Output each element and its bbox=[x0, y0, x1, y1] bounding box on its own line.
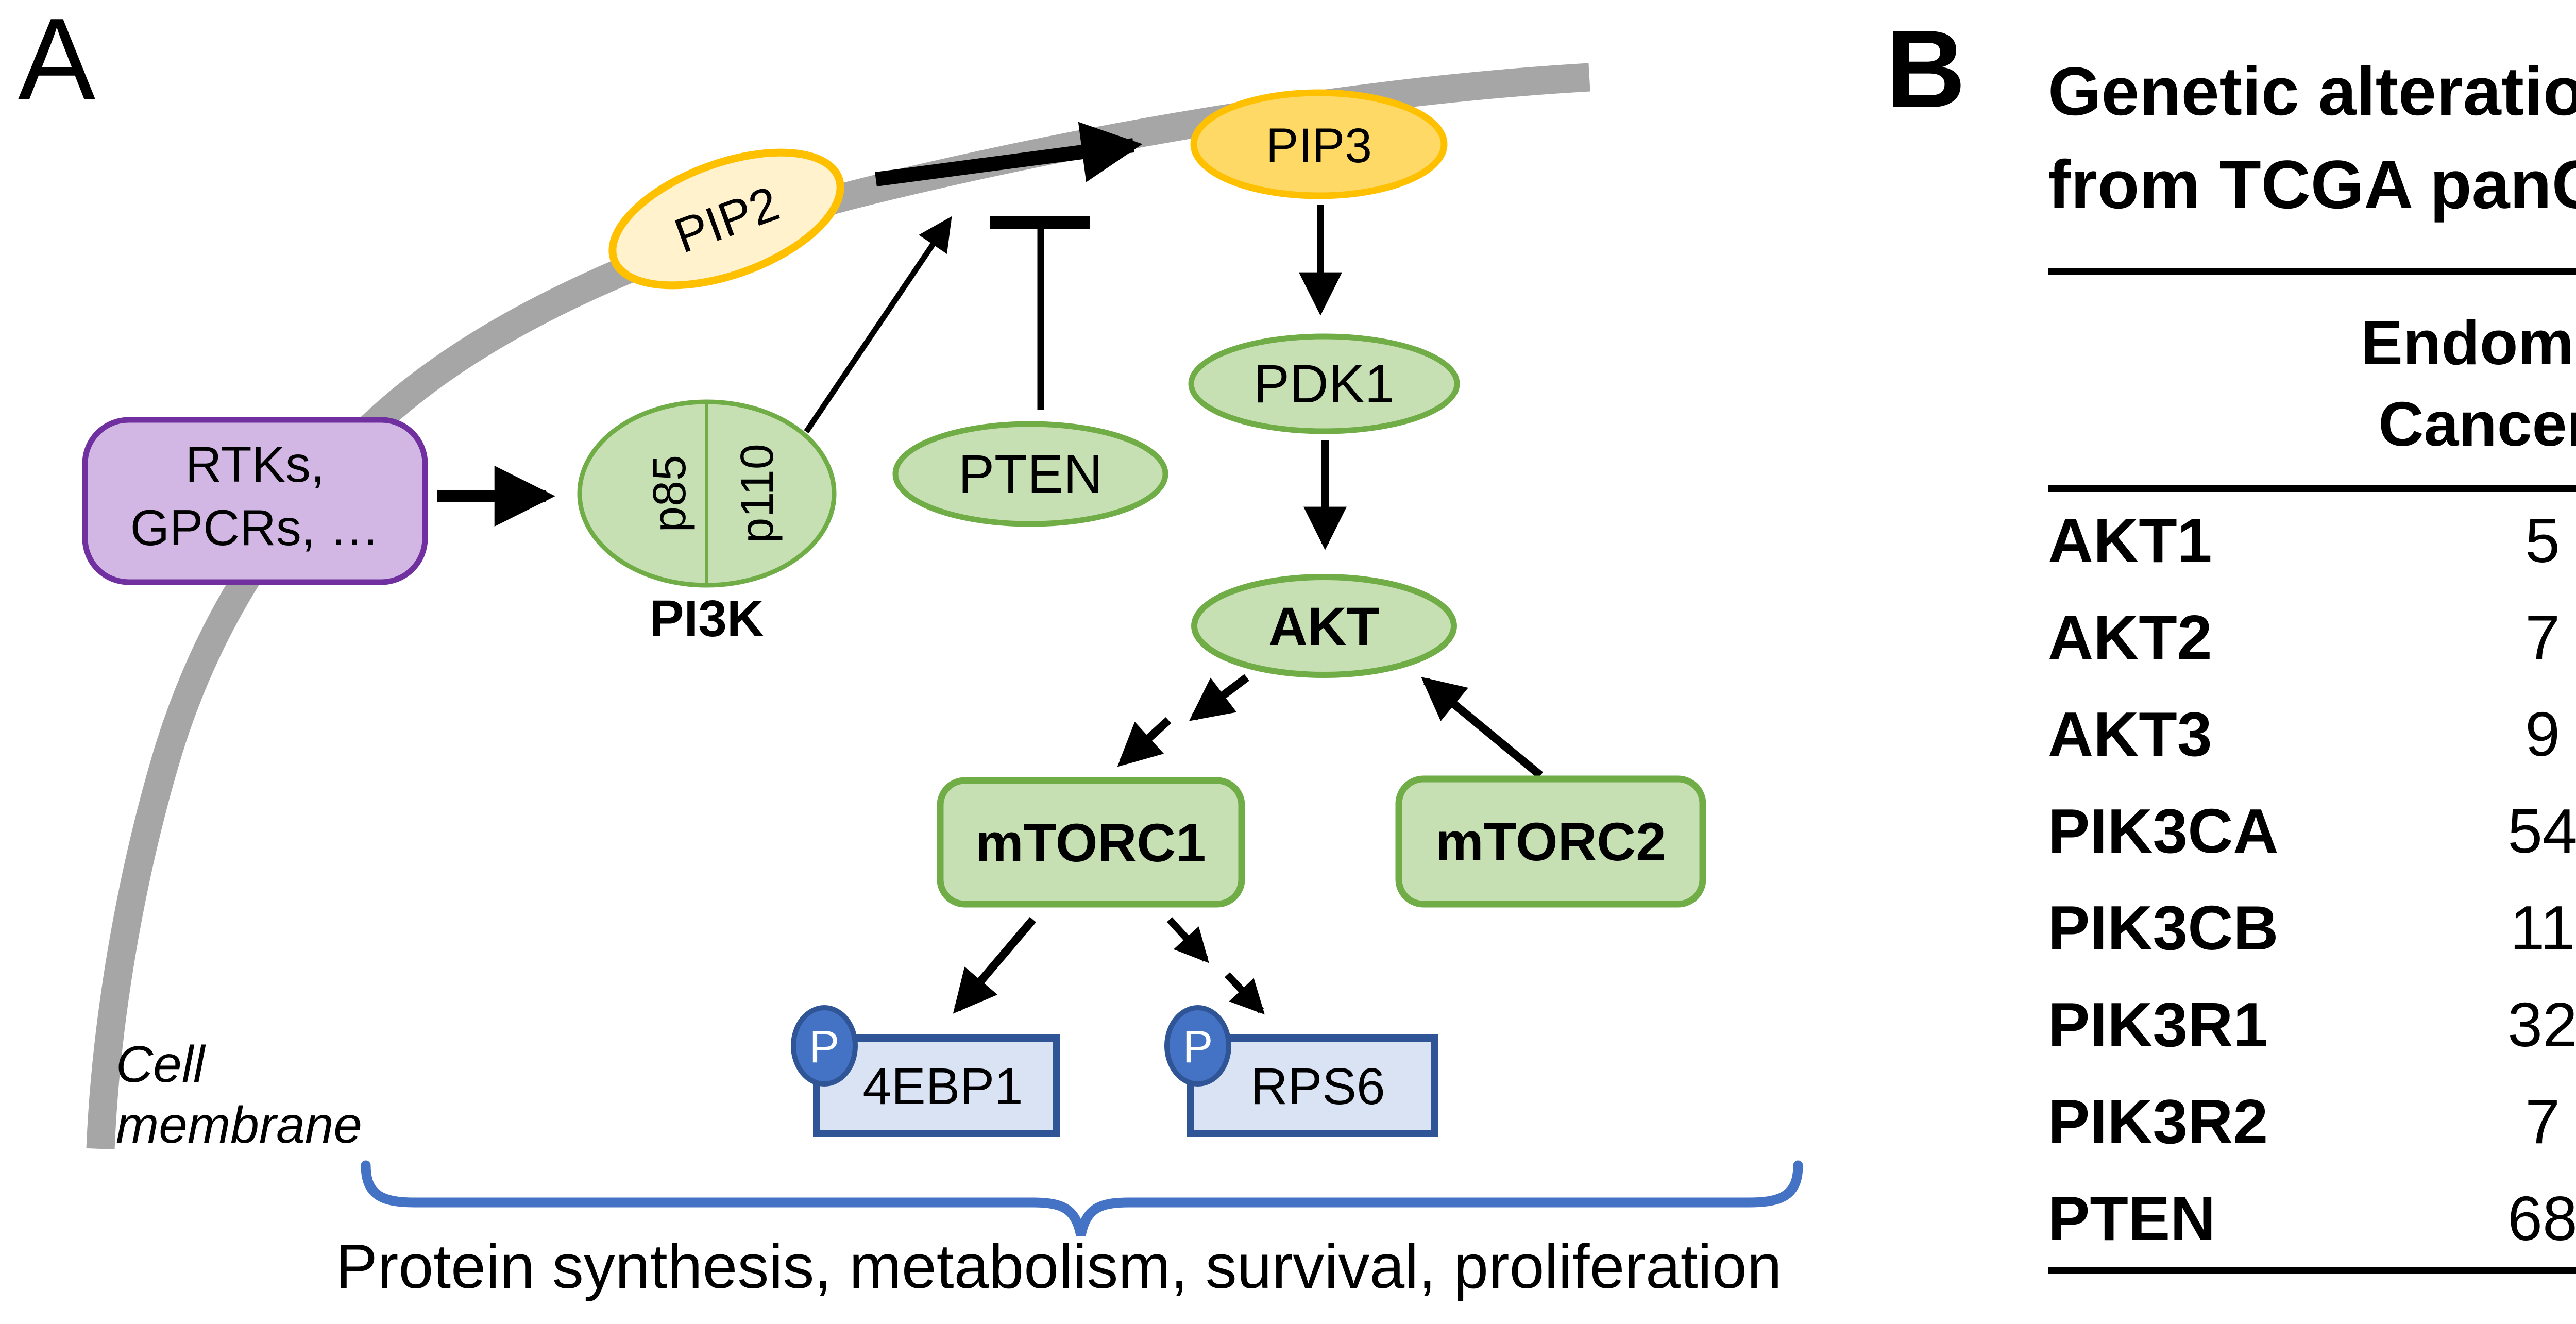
pip3-node bbox=[1190, 89, 1448, 199]
table-bottom-rule bbox=[2048, 1267, 2576, 1274]
arrow-mtorc1-to-rps6-seg1 bbox=[1166, 917, 1209, 963]
akt-label: AKT bbox=[1268, 597, 1380, 657]
table-row: AKT1 5 4 4 bbox=[2048, 492, 2576, 589]
table-row: PIK3CA 54 22 39 bbox=[2048, 783, 2576, 879]
table-title-line2: from TCGA panCancer Atlas bbox=[2048, 147, 2576, 223]
arrow-pip2-to-pip3 bbox=[875, 122, 1143, 186]
table-row: PIK3R2 7 6 1 bbox=[2048, 1073, 2576, 1170]
cell-value: 7 bbox=[2525, 1087, 2560, 1157]
phospho-p-label: P bbox=[809, 1021, 840, 1072]
header-line: Cancer (%) bbox=[2378, 389, 2576, 459]
cell-value: 7 bbox=[2525, 602, 2560, 672]
rtk-label-line1: RTKs, bbox=[185, 436, 325, 493]
cell-value: 68 bbox=[2507, 1183, 2576, 1253]
cell-value: 11 bbox=[2510, 893, 2575, 963]
cell-membrane-label-line1: Cell bbox=[116, 1036, 206, 1093]
arrow-mtorc2-to-akt bbox=[1421, 676, 1544, 779]
cell-value: 9 bbox=[2525, 699, 2560, 769]
pip2-node bbox=[608, 148, 844, 290]
pi3k-p85-label: p85 bbox=[644, 455, 696, 532]
pi3k-p110-label: p110 bbox=[732, 444, 783, 544]
outcome-brace bbox=[361, 1160, 1803, 1237]
table-row: AKT3 9 7 3 bbox=[2048, 686, 2576, 783]
rps6-node bbox=[1187, 1034, 1438, 1137]
arrow-akt-to-mtorc1-seg2 bbox=[1117, 717, 1172, 767]
panel-b-label: B bbox=[1886, 7, 1966, 131]
pten-node bbox=[892, 421, 1168, 527]
table-header-endometrial: Endometrial Cancer (%) bbox=[2298, 302, 2576, 465]
header-line: Endometrial bbox=[2361, 308, 2576, 378]
gene-name: PTEN bbox=[2048, 1183, 2216, 1253]
mtorc1-node bbox=[937, 777, 1245, 908]
table-title: Genetic alterations of key PAM pathway g… bbox=[2048, 45, 2576, 232]
arrow-mtorc1-to-rps6-seg2 bbox=[1224, 972, 1265, 1015]
mtorc1-label: mTORC1 bbox=[975, 813, 1206, 873]
akt-node bbox=[1191, 574, 1457, 678]
cell-value: 54 bbox=[2507, 796, 2576, 866]
gene-name: AKT2 bbox=[2048, 602, 2212, 672]
table-header-row: Endometrial Cancer (%) Ovarian Cancer (%… bbox=[2048, 275, 2576, 492]
pi3k-name-label: PI3K bbox=[650, 590, 764, 648]
pdk1-node bbox=[1188, 333, 1460, 434]
table-title-line1: Genetic alterations of key PAM pathway g… bbox=[2048, 54, 2576, 130]
phospho-icon bbox=[1164, 1005, 1231, 1087]
pdk1-label: PDK1 bbox=[1253, 354, 1395, 414]
rtk-label-line2: GPCRs, … bbox=[130, 499, 380, 556]
table-row: PTEN 68 6 13 bbox=[2048, 1170, 2576, 1267]
table-row: AKT2 7 6 5 bbox=[2048, 589, 2576, 686]
gene-name: PIK3R2 bbox=[2048, 1087, 2268, 1157]
table-row: PIK3R1 32 3 4 bbox=[2048, 976, 2576, 1073]
outcome-text: Protein synthesis, metabolism, survival,… bbox=[335, 1231, 1782, 1301]
rtk-gpcr-node bbox=[82, 417, 428, 585]
alterations-table: Endometrial Cancer (%) Ovarian Cancer (%… bbox=[2048, 268, 2576, 1274]
gene-name: AKT3 bbox=[2048, 699, 2212, 769]
phospho-p-label: P bbox=[1183, 1021, 1213, 1072]
rps6-label: RPS6 bbox=[1250, 1058, 1385, 1115]
gene-name: PIK3CA bbox=[2048, 796, 2279, 866]
gene-name: PIK3CB bbox=[2048, 893, 2279, 963]
table-row: PIK3CB 11 8 8 bbox=[2048, 879, 2576, 976]
gene-name: PIK3R1 bbox=[2048, 990, 2268, 1060]
table-header-empty bbox=[2048, 302, 2298, 465]
mtorc2-node bbox=[1395, 775, 1706, 908]
gene-name: AKT1 bbox=[2048, 505, 2212, 575]
arrow-pi3k-to-conversion bbox=[804, 216, 952, 434]
cell-value: 5 bbox=[2525, 505, 2560, 575]
4ebp1-label: 4EBP1 bbox=[862, 1058, 1023, 1115]
pten-label: PTEN bbox=[958, 444, 1103, 504]
arrow-akt-to-mtorc1-seg1 bbox=[1189, 674, 1249, 721]
pip3-label: PIP3 bbox=[1266, 118, 1372, 173]
cell-membrane-label-line2: membrane bbox=[116, 1096, 362, 1154]
pathway-diagram: RTKs, GPCRs, … p85 p110 PI3K PIP2 PIP3 P… bbox=[82, 63, 1803, 1301]
cell-value: 32 bbox=[2507, 990, 2576, 1060]
table-top-rule bbox=[2048, 268, 2576, 275]
cell-membrane-curve bbox=[86, 63, 1590, 1150]
panel-a-label: A bbox=[18, 0, 96, 124]
phospho-icon bbox=[791, 1005, 858, 1087]
arrow-mtorc1-to-4ebp1 bbox=[953, 916, 1037, 1014]
mtorc2-label: mTORC2 bbox=[1435, 812, 1666, 872]
